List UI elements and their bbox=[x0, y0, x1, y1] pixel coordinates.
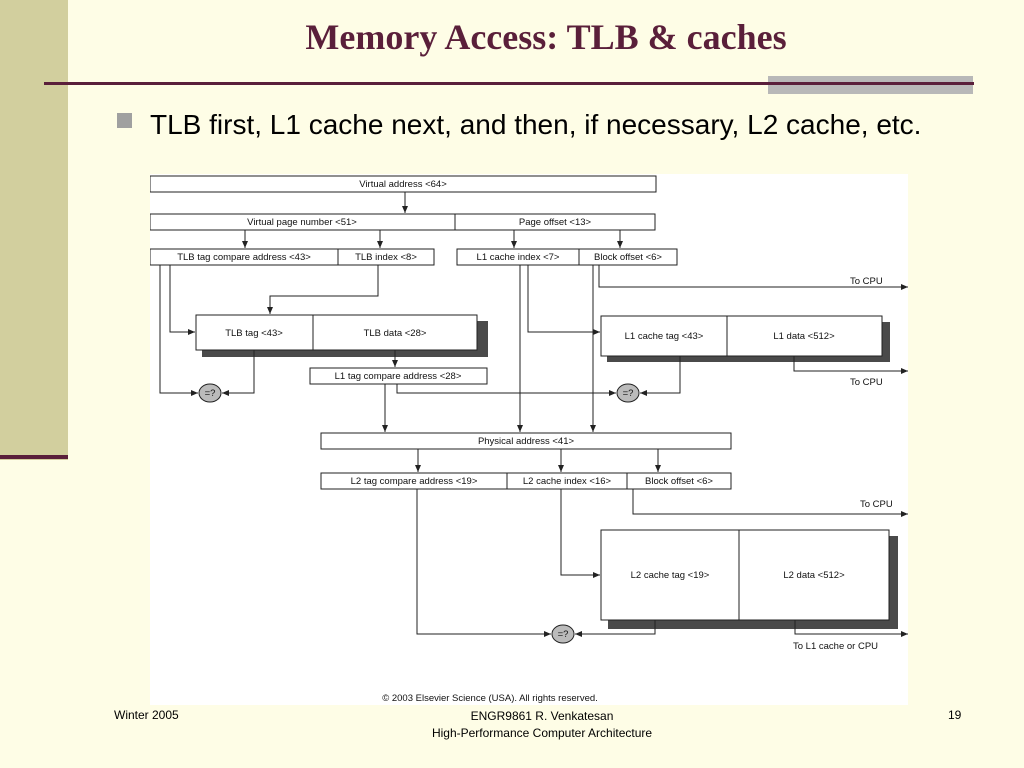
l2-tag-compare-box: L2 tag compare address <19> bbox=[320, 472, 508, 490]
l2-tag-compare-label: L2 tag compare address <19> bbox=[351, 476, 478, 487]
title-rule-accent bbox=[768, 76, 973, 94]
copyright-text: © 2003 Elsevier Science (USA). All right… bbox=[382, 693, 598, 704]
side-decoration-line bbox=[0, 455, 68, 459]
tlb-tag-compare-label: TLB tag compare address <43> bbox=[177, 252, 311, 263]
to-cpu-label-2: To CPU bbox=[850, 377, 883, 388]
l1-data-label: L1 data <512> bbox=[773, 331, 835, 342]
comparator-1-label: =? bbox=[205, 388, 216, 399]
l1-tag-compare-box: L1 tag compare address <28> bbox=[309, 367, 488, 385]
physical-address-box: Physical address <41> bbox=[320, 432, 732, 450]
l1-cache-tag-label: L1 cache tag <43> bbox=[625, 331, 704, 342]
virtual-page-number-label: Virtual page number <51> bbox=[247, 217, 357, 228]
comparator-3: =? bbox=[551, 624, 575, 644]
tlb-index-box: TLB index <8> bbox=[337, 248, 435, 266]
comparator-1: =? bbox=[198, 383, 222, 403]
block-offset-l1-label: Block offset <6> bbox=[594, 252, 662, 263]
comparator-2-label: =? bbox=[623, 388, 634, 399]
memory-access-diagram: Virtual address <64> Virtual page number… bbox=[150, 174, 908, 705]
l1-data-box: L1 data <512> bbox=[726, 315, 883, 357]
bullet-text: TLB first, L1 cache next, and then, if n… bbox=[150, 109, 922, 140]
footer-course-line2: High-Performance Computer Architecture bbox=[431, 726, 653, 740]
l1-cache-index-box: L1 cache index <7> bbox=[456, 248, 580, 266]
tlb-index-label: TLB index <8> bbox=[355, 252, 417, 263]
l1-cache-index-label: L1 cache index <7> bbox=[477, 252, 560, 263]
l2-cache-tag-box: L2 cache tag <19> bbox=[600, 529, 740, 621]
tlb-tag-box: TLB tag <43> bbox=[195, 314, 314, 351]
footer-page-number: 19 bbox=[948, 708, 962, 722]
physical-address-label: Physical address <41> bbox=[478, 436, 575, 447]
footer-course: ENGR9861 R. Venkatesan High-Performance … bbox=[392, 708, 692, 742]
comparator-2: =? bbox=[616, 383, 640, 403]
l2-data-label: L2 data <512> bbox=[783, 570, 845, 581]
tlb-data-label: TLB data <28> bbox=[364, 328, 427, 339]
side-decoration-bar bbox=[0, 0, 68, 460]
tlb-tag-compare-box: TLB tag compare address <43> bbox=[150, 248, 339, 266]
virtual-address-box: Virtual address <64> bbox=[150, 175, 657, 193]
l2-cache-tag-label: L2 cache tag <19> bbox=[631, 570, 710, 581]
to-l1-or-cpu-label: To L1 cache or CPU bbox=[793, 641, 878, 652]
page-offset-label: Page offset <13> bbox=[519, 217, 592, 228]
l2-cache-index-label: L2 cache index <16> bbox=[523, 476, 612, 487]
l1-cache-tag-box: L1 cache tag <43> bbox=[600, 315, 728, 357]
l2-data-box: L2 data <512> bbox=[738, 529, 890, 621]
to-cpu-label-3: To CPU bbox=[860, 499, 893, 510]
tlb-tag-label: TLB tag <43> bbox=[225, 328, 283, 339]
block-offset-l2-label: Block offset <6> bbox=[645, 476, 713, 487]
page-offset-box: Page offset <13> bbox=[454, 213, 656, 231]
block-offset-l1-box: Block offset <6> bbox=[578, 248, 678, 266]
tlb-data-box: TLB data <28> bbox=[312, 314, 478, 351]
comparator-3-label: =? bbox=[558, 629, 569, 640]
slide-title: Memory Access: TLB & caches bbox=[305, 17, 787, 57]
virtual-address-label: Virtual address <64> bbox=[359, 179, 447, 190]
footer-course-line1: ENGR9861 R. Venkatesan bbox=[470, 709, 614, 723]
l1-tag-compare-label: L1 tag compare address <28> bbox=[335, 371, 462, 382]
to-cpu-label-1: To CPU bbox=[850, 276, 883, 287]
l2-cache-index-box: L2 cache index <16> bbox=[506, 472, 628, 490]
title-rule bbox=[44, 82, 974, 85]
virtual-page-number-box: Virtual page number <51> bbox=[150, 213, 456, 231]
block-offset-l2-box: Block offset <6> bbox=[626, 472, 732, 490]
footer-date: Winter 2005 bbox=[114, 708, 179, 722]
bullet-square-icon bbox=[117, 113, 132, 128]
